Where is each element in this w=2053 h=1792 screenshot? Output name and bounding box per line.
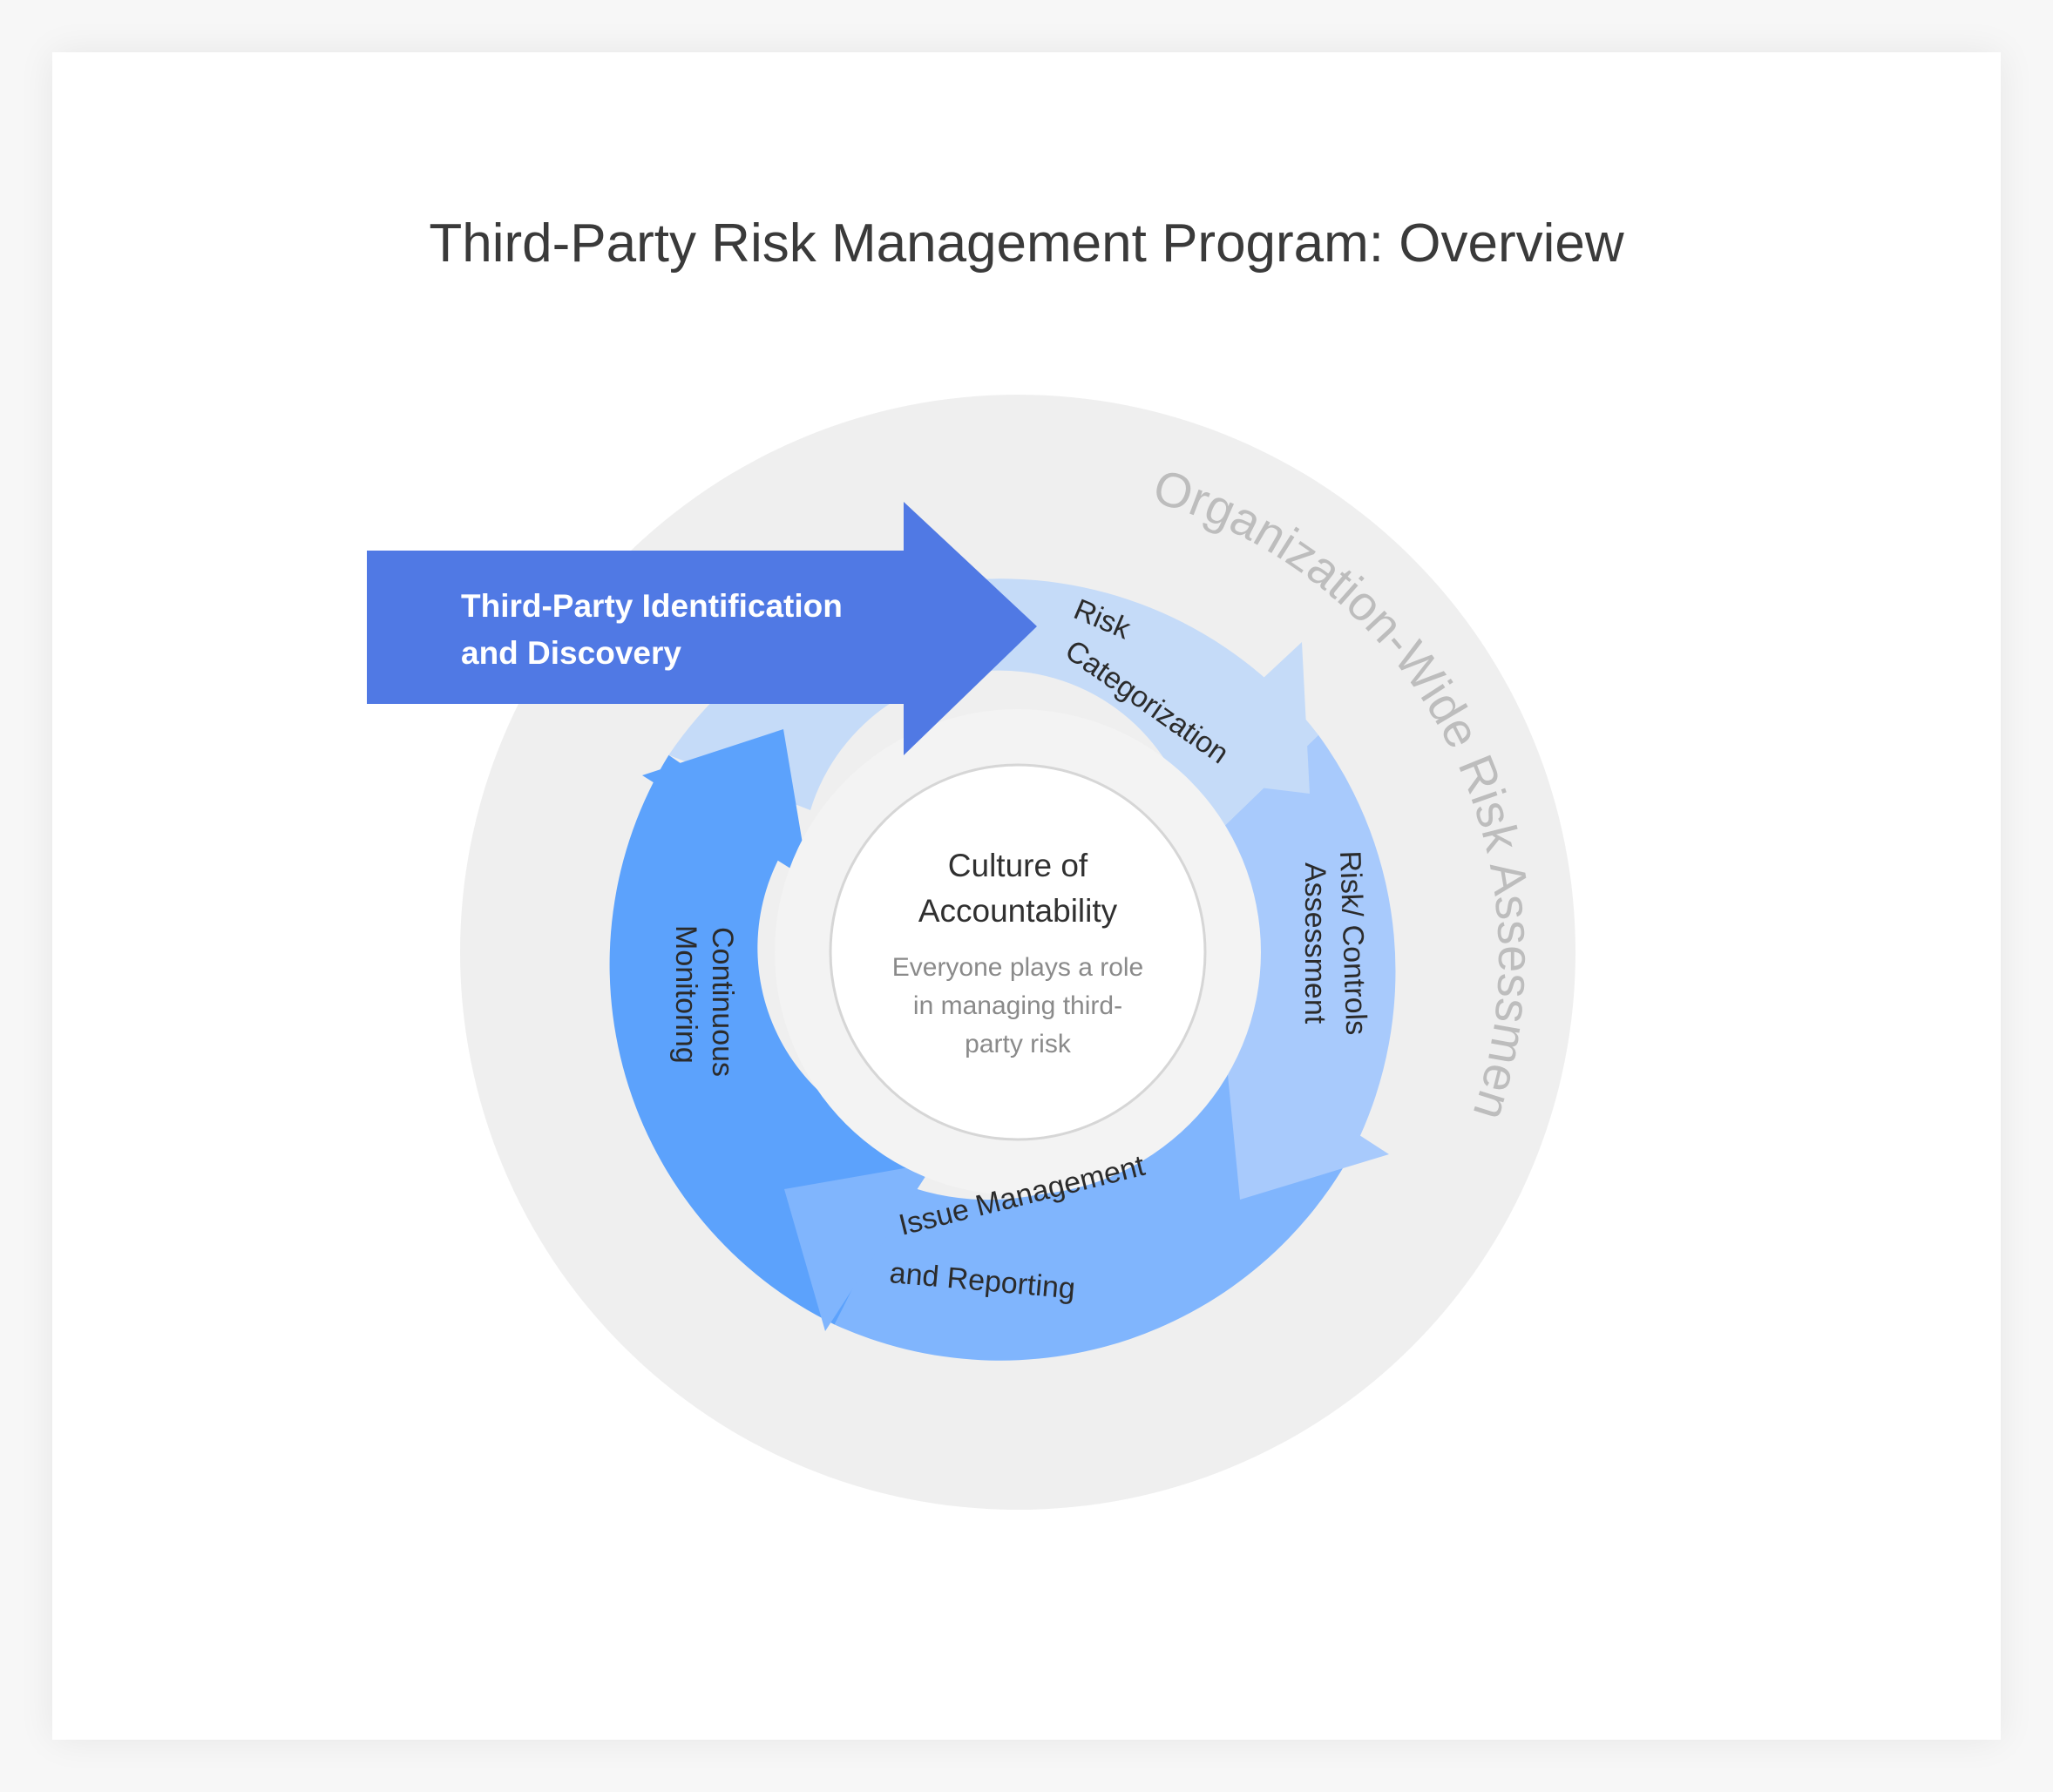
svg-text:Assessment: Assessment xyxy=(1298,862,1331,1024)
core-body-line1: Everyone plays a role xyxy=(892,953,1144,982)
svg-text:Risk/ Controls: Risk/ Controls xyxy=(1333,850,1372,1036)
arrow-head-risk-controls xyxy=(1225,1048,1389,1200)
svg-text:Continuous: Continuous xyxy=(706,927,739,1077)
ring-segment-risk-controls xyxy=(1196,734,1396,1146)
core-heading-line1: Culture of xyxy=(948,848,1088,883)
core-body-line3: party risk xyxy=(965,1030,1072,1058)
entry-arrow xyxy=(367,502,1037,755)
arrow-head-continuous-monitoring xyxy=(642,729,809,880)
label-risk-controls: Risk/ Controls Assessment xyxy=(1298,850,1372,1036)
label-continuous-monitoring: Continuous Monitoring xyxy=(669,925,739,1077)
core-body-line2: in managing third- xyxy=(913,991,1122,1020)
ring-segment-issue-management xyxy=(834,1056,1356,1361)
entry-arrow-label-line2: and Discovery xyxy=(461,635,681,671)
arrow-head-issue-management xyxy=(784,1163,934,1331)
core-heading-line2: Accountability xyxy=(918,893,1118,929)
entry-arrow-label-line1: Third-Party Identification xyxy=(461,588,843,624)
arrow-head-risk-categorization xyxy=(1159,642,1310,794)
svg-text:Monitoring: Monitoring xyxy=(669,925,702,1064)
diagram-title: Third-Party Risk Management Program: Ove… xyxy=(429,213,1624,274)
core-circle xyxy=(829,763,1207,1141)
